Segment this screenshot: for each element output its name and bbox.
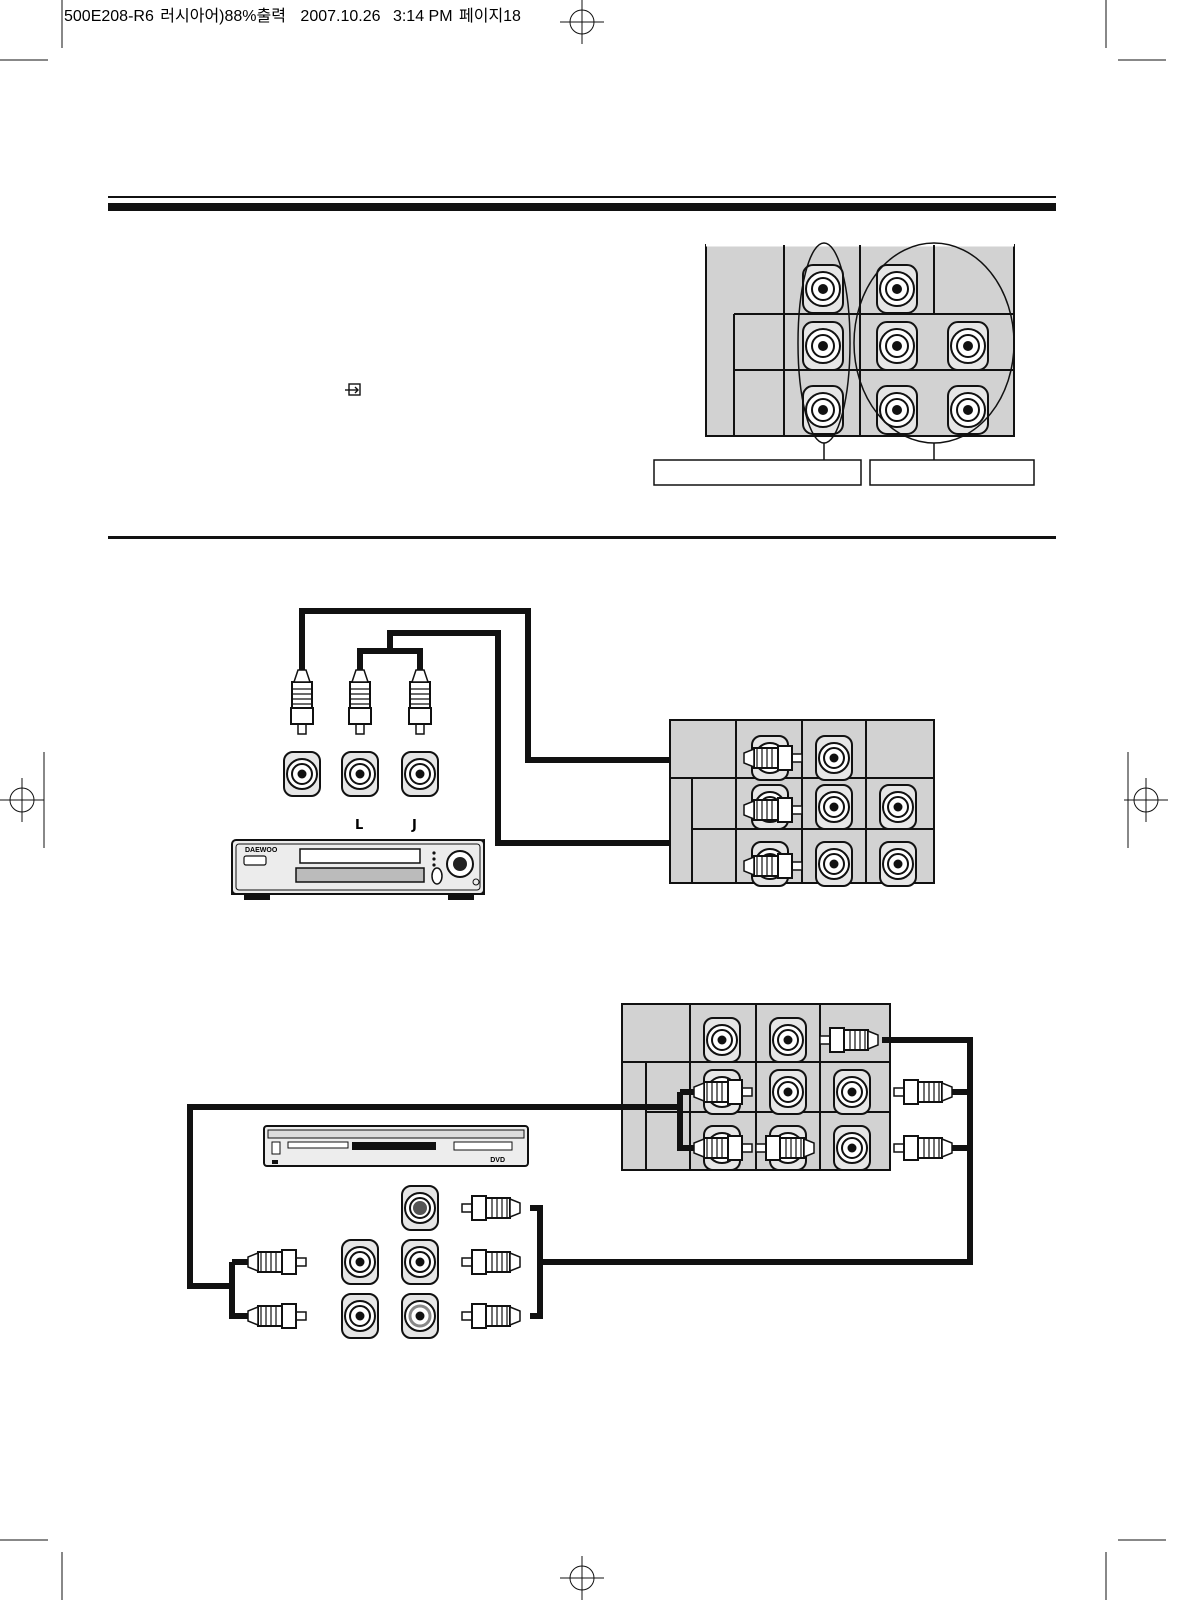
slug-time: 3:14 PM	[393, 8, 453, 25]
jack-7	[876, 385, 918, 435]
dvd-component-pb-plug	[461, 1303, 521, 1329]
section-divider-rule	[108, 536, 1056, 539]
callout-label-box-left	[653, 459, 862, 486]
tv-dvd-component-plug-2	[893, 1135, 953, 1161]
vcr-audio-left-plug	[348, 669, 372, 735]
registration-mark-right	[1123, 777, 1169, 823]
tv-dvd-jack-2	[769, 1017, 807, 1063]
dvd-audio-r-plug	[247, 1303, 307, 1329]
callout-label-box-right	[869, 459, 1035, 486]
vcr-audio-left-jack	[341, 751, 379, 797]
slug-file: 500E208-R6	[64, 8, 154, 25]
vcr-bracket-left: L	[355, 818, 363, 833]
registration-mark-left	[0, 777, 45, 823]
tv-dvd-component-plug-1	[893, 1079, 953, 1105]
vcr-foot-left	[244, 894, 270, 900]
slug-date: 2007.10.26	[300, 8, 380, 25]
vcr-device: DAEWOO	[231, 838, 485, 900]
section-header-rule	[108, 196, 1056, 211]
dvd-video-jack-shade	[413, 1201, 427, 1215]
vcr-brand-logo: DAEWOO	[245, 847, 278, 854]
jack-1	[802, 264, 844, 314]
vcr-video-plug	[290, 669, 314, 735]
dvd-video-plug	[461, 1195, 521, 1221]
tv-jack-panel-overview	[705, 243, 1015, 437]
vcr-video-out-jack	[283, 751, 321, 797]
dvd-component-y-plug	[461, 1249, 521, 1275]
tv-dvd-jack-1	[703, 1017, 741, 1063]
vcr-tape-slot	[299, 848, 421, 864]
print-slug: 500E208-R6 러시아어)88%출력 2007.10.26 3:14 PM…	[64, 7, 521, 25]
dvd-brand-logo: DVD	[490, 1157, 505, 1164]
tv-vcr-jack-5	[879, 784, 917, 830]
tv-vcr-jack-7	[815, 841, 853, 887]
vcr-audio-right-jack	[401, 751, 439, 797]
jack-3	[802, 321, 844, 371]
dvd-audio-l-jack	[341, 1239, 379, 1285]
vcr-foot-right	[448, 894, 474, 900]
tv-dvd-jack-4	[769, 1069, 807, 1115]
slug-page: 페이지18	[459, 7, 521, 25]
tv-vcr-jack-4	[815, 784, 853, 830]
tv-vcr-jack-2	[815, 735, 853, 781]
registration-mark-top	[559, 0, 605, 45]
dvd-component-y-jack	[401, 1239, 439, 1285]
dvd-disc-tray	[352, 1142, 436, 1150]
dvd-audio-l-plug	[247, 1249, 307, 1275]
tv-dvd-jack-5	[833, 1069, 871, 1115]
slug-edition: 러시아어)88%출력	[160, 7, 286, 25]
tv-dvd-jack-8	[833, 1125, 871, 1171]
dvd-player-device: DVD	[263, 1125, 529, 1167]
dvd-audio-r-jack	[341, 1293, 379, 1339]
dvd-component-pb-jack	[401, 1293, 439, 1339]
input-source-icon	[345, 383, 361, 396]
vcr-power-button	[243, 855, 267, 866]
tv-jack-panel-vcr	[669, 719, 935, 887]
dvd-display	[453, 1141, 513, 1151]
vcr-shuttle-button	[431, 867, 443, 885]
jack-5	[947, 321, 989, 371]
dvd-cables	[187, 1037, 973, 1319]
dvd-pb-jack-shade	[408, 1304, 432, 1328]
vcr-bracket-right: J	[411, 818, 417, 833]
vcr-tape-door	[295, 867, 425, 883]
vcr-audio-right-plug	[408, 669, 432, 735]
jack-2	[876, 264, 918, 314]
registration-mark-bottom	[559, 1555, 605, 1600]
tv-vcr-jack-8	[879, 841, 917, 887]
jack-8	[947, 385, 989, 435]
jack-4	[876, 321, 918, 371]
crop-marks	[0, 0, 1166, 1600]
